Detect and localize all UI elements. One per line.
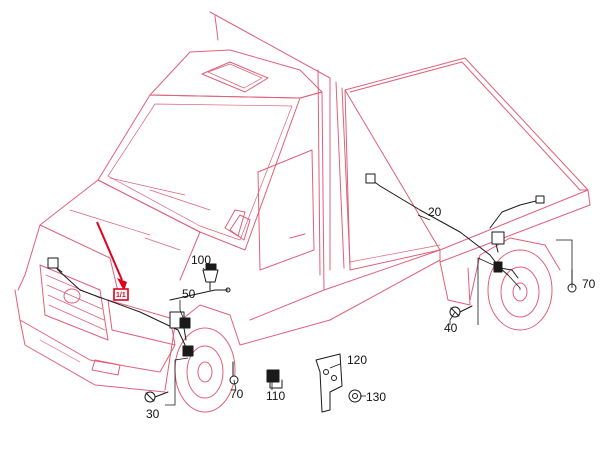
bolt-30	[144, 391, 169, 403]
callout-30: 30	[146, 407, 160, 421]
sensor-100	[202, 263, 219, 291]
callout-70-front: 70	[230, 387, 244, 401]
callout-labels: 20 30 40 50 70 70 100 110 120 130	[146, 205, 596, 421]
vehicle-outline	[14, 11, 591, 413]
callout-70-rear: 70	[582, 277, 596, 291]
callout-130: 130	[366, 390, 386, 404]
callout-100: 100	[191, 253, 211, 267]
page-marker-label: 1/1	[116, 292, 126, 299]
callout-40: 40	[444, 321, 458, 335]
rear-bracket	[489, 195, 545, 253]
page-marker[interactable]: 1/1	[113, 288, 129, 301]
callout-20: 20	[428, 205, 442, 219]
callout-110: 110	[266, 389, 285, 403]
sensor-bracket-50	[169, 287, 231, 341]
callout-120: 120	[347, 353, 367, 367]
bracket-120	[315, 353, 343, 413]
nut-130	[348, 389, 362, 403]
sensor-110	[266, 369, 283, 389]
bolt-70-front	[229, 361, 239, 385]
sensor-cable-front	[47, 257, 194, 357]
sensor-cable-rear-20	[365, 173, 519, 279]
callout-50: 50	[182, 287, 196, 301]
highlight-arrow	[96, 221, 127, 291]
leader-lines	[165, 214, 573, 406]
